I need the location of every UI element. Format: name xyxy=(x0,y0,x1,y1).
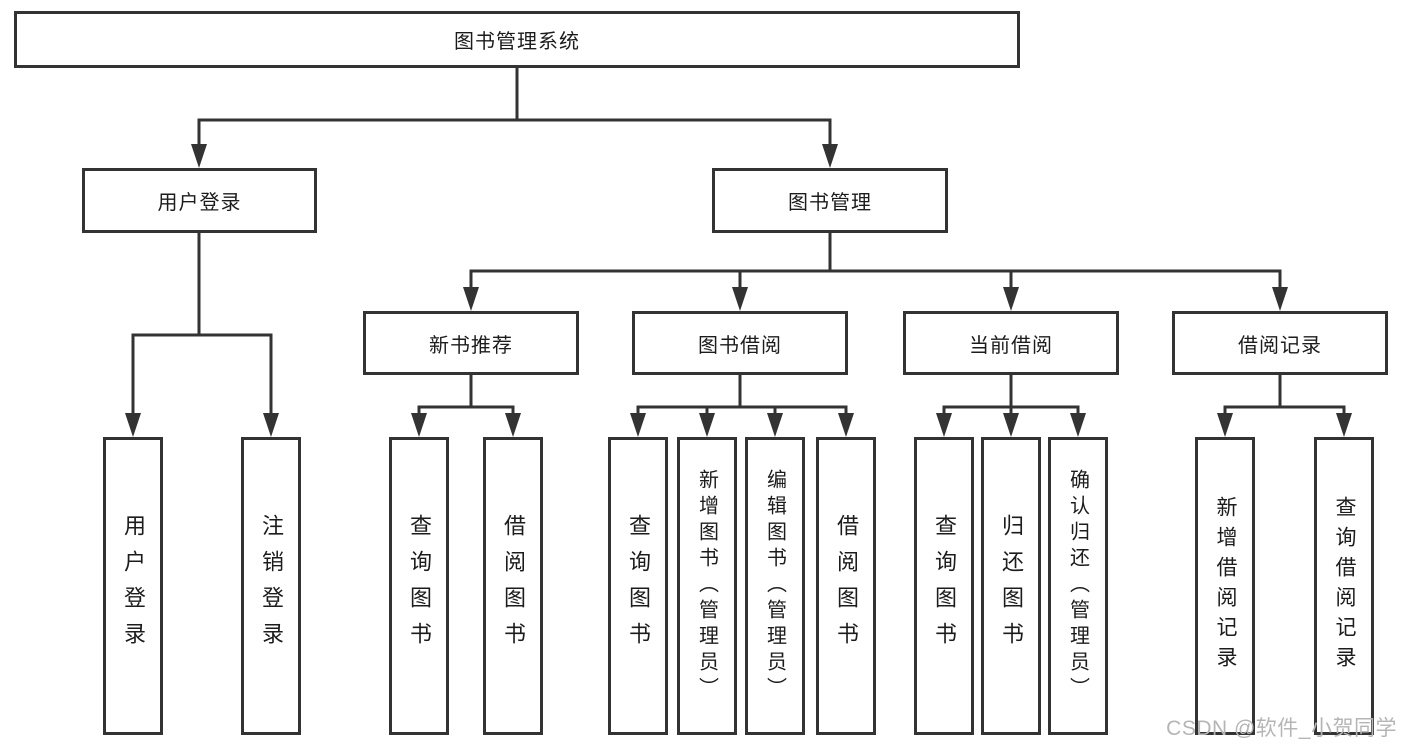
connector-root-level2 xyxy=(197,66,832,122)
leaf-query-books: 查询图书 xyxy=(608,437,668,735)
arrow-to-leaf-br-query xyxy=(1336,413,1352,437)
leaf-query-books-label: 查询图书 xyxy=(407,514,432,658)
arrow-to-leaf-nb-borrow xyxy=(505,413,521,437)
node-book-borrowing: 图书借阅 xyxy=(632,311,848,375)
arrow-to-user-login xyxy=(191,144,207,168)
root-node-library-system: 图书管理系统 xyxy=(14,11,1020,68)
leaf-query-books: 查询图书 xyxy=(389,437,449,735)
connector-bookborrow-leaves xyxy=(636,373,848,409)
arrow-to-book-borrowing xyxy=(732,287,748,311)
leaf-add-borrow-record: 新增借阅记录 xyxy=(1195,437,1255,735)
arrow-to-new-book-recommend xyxy=(463,287,479,311)
arrow-to-leaf-user-login xyxy=(125,413,141,437)
leaf-confirm-return-admin: 确认归还（管理员） xyxy=(1048,437,1108,735)
arrow-to-current-borrowing xyxy=(1003,287,1019,311)
leaf-edit-book-admin-label: 编辑图书（管理员） xyxy=(763,469,786,703)
leaf-borrow-books: 借阅图书 xyxy=(816,437,876,735)
node-current-borrowing: 当前借阅 xyxy=(903,311,1119,375)
node-borrowing-records-label: 借阅记录 xyxy=(1238,334,1322,357)
arrow-to-borrowing-records xyxy=(1272,287,1288,311)
leaf-return-books-label: 归还图书 xyxy=(999,514,1024,658)
arrow-to-leaf-bb-edit xyxy=(767,413,783,437)
connector-newbook-leaves xyxy=(417,373,515,409)
arrow-to-leaf-bb-borrow xyxy=(838,413,854,437)
arrow-to-leaf-cb-confirm xyxy=(1070,413,1086,437)
node-new-book-recommend-label: 新书推荐 xyxy=(429,334,513,357)
connector-userlogin-leaves xyxy=(131,231,273,337)
leaf-user-login: 用户登录 xyxy=(103,437,163,735)
leaf-add-book-admin: 新增图书（管理员） xyxy=(677,437,737,735)
leaf-borrow-books-label: 借阅图书 xyxy=(834,514,859,658)
connector-bookmgmt-level3 xyxy=(469,231,1282,273)
arrow-to-leaf-logout xyxy=(263,413,279,437)
arrow-to-leaf-cb-query xyxy=(936,413,952,437)
leaf-logout: 注销登录 xyxy=(241,437,301,735)
node-book-management-label: 图书管理 xyxy=(788,192,872,214)
node-current-borrowing-label: 当前借阅 xyxy=(969,334,1053,357)
arrow-to-leaf-bb-add xyxy=(699,413,715,437)
node-book-borrowing-label: 图书借阅 xyxy=(698,334,782,357)
root-node-label: 图书管理系统 xyxy=(454,31,580,53)
leaf-query-books-label: 查询图书 xyxy=(932,514,957,658)
node-book-management: 图书管理 xyxy=(712,168,948,233)
node-borrowing-records: 借阅记录 xyxy=(1172,311,1388,375)
node-user-login-label: 用户登录 xyxy=(157,192,242,214)
connector-currentborrow-leaves xyxy=(942,373,1080,409)
leaf-add-book-admin-label: 新增图书（管理员） xyxy=(695,469,718,703)
leaf-borrow-books: 借阅图书 xyxy=(483,437,543,735)
node-new-book-recommend: 新书推荐 xyxy=(363,311,579,375)
leaf-query-books: 查询图书 xyxy=(914,437,974,735)
connector-records-leaves xyxy=(1223,373,1346,409)
leaf-logout-label: 注销登录 xyxy=(259,514,284,658)
arrow-to-leaf-cb-return xyxy=(1003,413,1019,437)
arrow-to-leaf-bb-query xyxy=(630,413,646,437)
csdn-watermark: CSDN @软件_小贺同学 xyxy=(1166,717,1397,740)
leaf-query-borrow-record: 查询借阅记录 xyxy=(1314,437,1374,735)
node-user-login: 用户登录 xyxy=(82,168,317,233)
arrow-to-book-management xyxy=(822,144,838,168)
leaf-query-borrow-record-label: 查询借阅记录 xyxy=(1333,496,1356,676)
leaf-add-borrow-record-label: 新增借阅记录 xyxy=(1214,496,1237,676)
leaf-return-books: 归还图书 xyxy=(981,437,1041,735)
leaf-edit-book-admin: 编辑图书（管理员） xyxy=(745,437,805,735)
leaf-borrow-books-label: 借阅图书 xyxy=(501,514,526,658)
leaf-query-books-label: 查询图书 xyxy=(626,514,651,658)
arrow-to-leaf-br-add xyxy=(1217,413,1233,437)
arrow-to-leaf-nb-query xyxy=(411,413,427,437)
leaf-confirm-return-admin-label: 确认归还（管理员） xyxy=(1066,469,1089,703)
leaf-user-login-label: 用户登录 xyxy=(121,514,146,658)
